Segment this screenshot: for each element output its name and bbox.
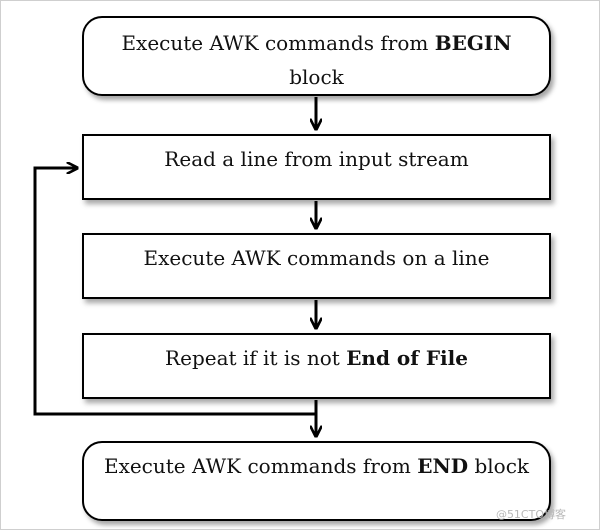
step-read-line: Read a line from input stream xyxy=(82,134,551,200)
step-repeat-keyword: End of File xyxy=(346,346,468,370)
step-begin-keyword: BEGIN xyxy=(434,31,512,55)
step-execute-on-line: Execute AWK commands on a line xyxy=(82,233,551,299)
step-repeat-check: Repeat if it is not End of File xyxy=(82,333,551,399)
step-begin-text-line2: block xyxy=(289,65,344,89)
step-begin-block: Execute AWK commands from BEGIN block xyxy=(82,16,551,96)
step-execute-text: Execute AWK commands on a line xyxy=(143,246,490,270)
step-end-text-suffix: block xyxy=(468,454,530,478)
step-end-block: Execute AWK commands from END block xyxy=(82,441,551,521)
step-read-line-text: Read a line from input stream xyxy=(164,147,469,171)
watermark-label: @51CTO博客 xyxy=(495,508,566,521)
step-begin-text: Execute AWK commands from xyxy=(121,31,435,55)
step-end-text: Execute AWK commands from xyxy=(103,454,418,478)
step-end-keyword: END xyxy=(417,454,469,478)
step-repeat-text: Repeat if it is not xyxy=(165,346,347,370)
